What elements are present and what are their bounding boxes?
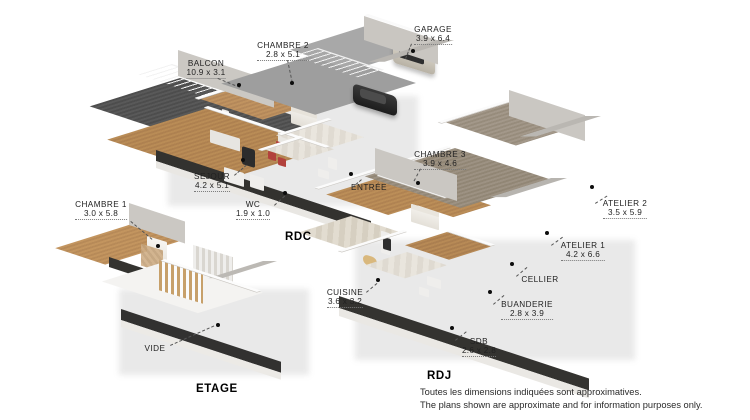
marker-atelier-1 — [545, 231, 549, 235]
room-name: WC — [245, 200, 261, 209]
room-dimensions: 1.9 x 1.0 — [235, 209, 271, 221]
floor-block-rdj — [298, 90, 665, 399]
marker-cuisine — [376, 278, 380, 282]
marker-atelier-2 — [590, 185, 594, 189]
marker-balcon — [237, 83, 241, 87]
marker-vide — [216, 323, 220, 327]
room-name: CELLIER — [521, 275, 559, 284]
room-name: SDB — [469, 337, 489, 346]
room-dimensions: 4.2 x 5.1 — [194, 181, 230, 193]
room-dimensions: 3.6 x 3.2 — [326, 297, 364, 309]
room-label-atelier-2: ATELIER 2 3.5 x 5.9 — [602, 199, 648, 220]
marker-garage — [411, 49, 415, 53]
marker-wc — [283, 191, 287, 195]
floor-name-rdc: RDC — [285, 231, 312, 243]
room-label-chambre-2: CHAMBRE 2 2.8 x 5.1 — [257, 41, 309, 62]
room-label-buanderie: BUANDERIE 2.8 x 3.9 — [501, 300, 553, 321]
marker-entree — [349, 172, 353, 176]
floor-name-rdj: RDJ — [427, 370, 452, 382]
room-name: ATELIER 1 — [560, 241, 606, 250]
room-dimensions: 2.8 x 5.1 — [257, 50, 309, 62]
room-label-entree: ENTRÉE — [351, 183, 387, 193]
room-label-balcon: BALCON 10.9 x 3.1 — [186, 59, 226, 80]
room-dimensions: 10.9 x 3.1 — [186, 68, 226, 80]
room-dimensions: 3.9 x 4.6 — [414, 159, 466, 171]
room-dimensions — [145, 353, 166, 354]
room-name: ATELIER 2 — [602, 199, 648, 208]
room-dimensions: 3.9 x 6.4 — [414, 34, 452, 46]
floor-block-etage — [55, 203, 325, 380]
marker-sejour — [241, 158, 245, 162]
floor-name-etage: ETAGE — [196, 383, 238, 395]
room-name: BUANDERIE — [501, 300, 553, 309]
marker-cellier — [510, 262, 514, 266]
disclaimer-line-fr: Toutes les dimensions indiquées sont app… — [420, 387, 642, 397]
room-label-cellier: CELLIER — [521, 275, 558, 285]
room-name: CUISINE — [326, 288, 364, 297]
room-dimensions — [351, 192, 387, 193]
disclaimer-line-en: The plans shown are approximate and for … — [420, 400, 703, 411]
room-dimensions: 2.6 x 2.8 — [461, 346, 497, 358]
marker-chambre-1 — [156, 244, 160, 248]
room-name: VIDE — [144, 344, 166, 353]
marker-buanderie — [488, 290, 492, 294]
room-label-chambre-1: CHAMBRE 1 3.0 x 5.8 — [75, 200, 127, 221]
room-label-vide: VIDE — [145, 344, 166, 354]
room-name: SEJOUR — [194, 172, 230, 181]
room-dimensions: 3.5 x 5.9 — [602, 208, 648, 220]
room-dimensions: 2.8 x 3.9 — [501, 309, 553, 321]
room-dimensions — [521, 284, 558, 285]
room-name: CHAMBRE 1 — [75, 200, 127, 209]
room-dimensions: 3.0 x 5.8 — [75, 209, 127, 221]
room-dimensions: 4.2 x 6.6 — [560, 250, 606, 262]
marker-chambre-3 — [416, 181, 420, 185]
room-label-atelier-1: ATELIER 1 4.2 x 6.6 — [560, 241, 606, 262]
room-name: GARAGE — [414, 25, 452, 34]
room-label-sejour: SEJOUR 4.2 x 5.1 — [194, 172, 230, 193]
room-name: CHAMBRE 2 — [257, 41, 309, 50]
room-name: CHAMBRE 3 — [414, 150, 466, 159]
room-name: ENTRÉE — [351, 183, 387, 192]
disclaimer: Toutes les dimensions indiquées sont app… — [420, 386, 703, 413]
room-label-sdb: SDB 2.6 x 2.8 — [461, 337, 497, 358]
marker-sdb — [450, 326, 454, 330]
marker-chambre-2 — [290, 81, 294, 85]
room-label-wc: WC 1.9 x 1.0 — [235, 200, 271, 221]
room-label-garage: GARAGE 3.9 x 6.4 — [414, 25, 452, 46]
room-label-cuisine: CUISINE 3.6 x 3.2 — [326, 288, 364, 309]
room-label-chambre-3: CHAMBRE 3 3.9 x 4.6 — [414, 150, 466, 171]
room-name: BALCON — [187, 59, 225, 68]
